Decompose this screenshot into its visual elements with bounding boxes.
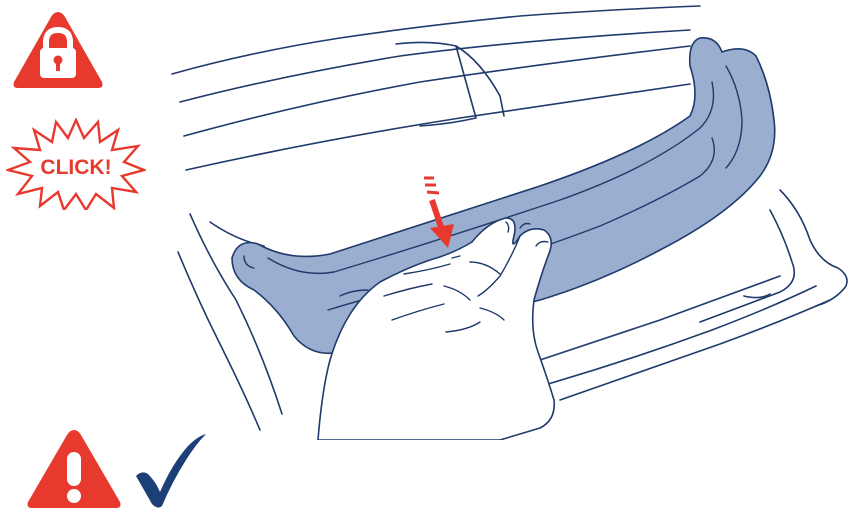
lock-warning-icon bbox=[10, 8, 106, 92]
exclamation-warning-icon bbox=[24, 426, 124, 512]
click-burst-icon: CLICK! bbox=[6, 118, 146, 210]
seat-outline bbox=[172, 6, 700, 74]
checkmark-icon bbox=[132, 430, 210, 510]
seat-base-illustration bbox=[170, 0, 852, 440]
click-label: CLICK! bbox=[40, 156, 111, 179]
